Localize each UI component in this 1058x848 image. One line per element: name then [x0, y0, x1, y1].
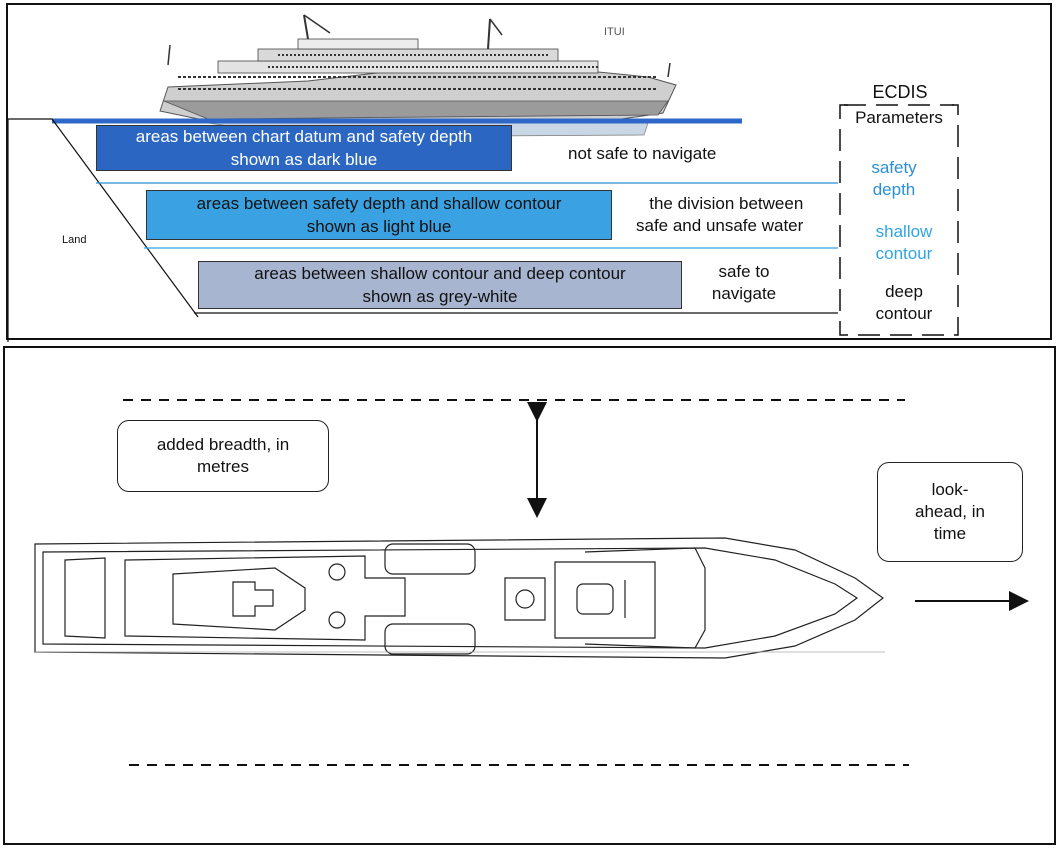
grey-white-zone: areas between shallow contour and deep c…: [198, 261, 682, 309]
depth-zones-panel: ITUI Land areas between chart datum and …: [6, 3, 1052, 342]
dark-blue-zone: areas between chart datum and safety dep…: [96, 125, 512, 171]
ecdis-bracket: [839, 104, 959, 336]
shallow-contour-label: shallow contour: [875, 222, 933, 263]
safety-frame-panel: added breadth, in metres look- ahead, in…: [3, 346, 1056, 845]
safe-note: safe to navigate: [711, 262, 777, 303]
deep-contour-label: deep contour: [875, 282, 933, 323]
land-slope: [8, 118, 199, 318]
light-blue-zone: areas between safety depth and shallow c…: [146, 190, 612, 240]
grey-white-zone-label: areas between shallow contour and deep c…: [254, 264, 626, 306]
land-label: Land: [62, 234, 87, 246]
light-blue-zone-label: areas between safety depth and shallow c…: [196, 194, 562, 236]
safety-depth-label: safety depth: [871, 158, 917, 199]
lookahead-callout: look- ahead, in time: [877, 462, 1023, 562]
ecdis-title: ECDIS: [872, 82, 928, 102]
division-note: the division between safe and unsafe wat…: [636, 194, 804, 235]
ship-plan-illustration: [34, 399, 1029, 766]
ecdis-subtitle: Parameters: [855, 108, 943, 127]
added-breadth-callout: added breadth, in metres: [117, 420, 329, 492]
ship-plan: [34, 537, 885, 659]
not-safe-note: not safe to navigate: [568, 144, 717, 163]
ship-label: ITUI: [604, 26, 625, 38]
dark-blue-zone-label: areas between chart datum and safety dep…: [135, 127, 473, 169]
